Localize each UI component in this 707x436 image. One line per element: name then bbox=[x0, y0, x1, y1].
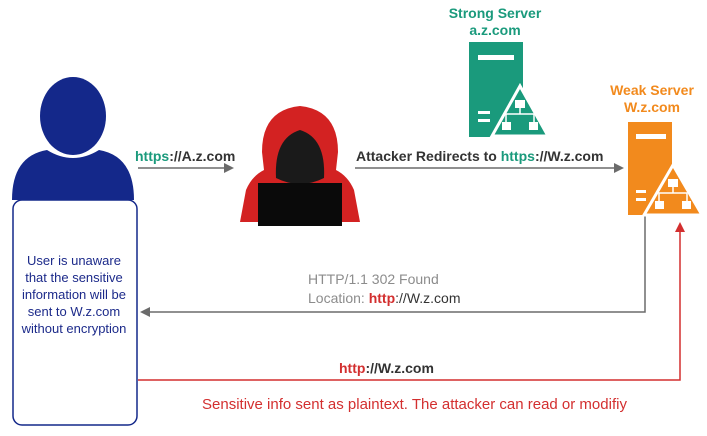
strong-server-title: Strong Server bbox=[448, 5, 542, 21]
hooded-hacker-icon bbox=[240, 106, 360, 226]
user-request-label: https://A.z.com bbox=[135, 148, 235, 164]
attacker-redirect-scheme: https bbox=[500, 148, 535, 164]
user-request-scheme: https bbox=[135, 148, 170, 164]
attacker-redirect-host: ://W.z.com bbox=[534, 148, 604, 164]
attacker-redirect-label: Attacker Redirects to https://W.z.com bbox=[356, 148, 603, 164]
weak-server-icon bbox=[628, 122, 705, 217]
plaintext-request-arrow bbox=[138, 222, 685, 381]
response-location-line: Location: http://W.z.com bbox=[308, 290, 461, 306]
plaintext-request-scheme: http bbox=[339, 360, 366, 376]
response-location-scheme: http bbox=[368, 290, 396, 306]
user-request-host: ://A.z.com bbox=[169, 148, 236, 164]
plaintext-request-host: ://W.z.com bbox=[365, 360, 434, 376]
weak-server-title: Weak Server bbox=[610, 82, 694, 98]
weak-server-host: W.z.com bbox=[623, 99, 680, 115]
strong-server-icon bbox=[469, 42, 551, 138]
plaintext-warning: Sensitive info sent as plaintext. The at… bbox=[202, 396, 627, 413]
strong-server-host: a.z.com bbox=[469, 22, 521, 38]
laptop-icon bbox=[258, 183, 342, 226]
response-status-line: HTTP/1.1 302 Found bbox=[308, 271, 439, 287]
user-note-box bbox=[12, 199, 138, 426]
redirect-response-arrow bbox=[140, 216, 646, 317]
response-location-label: Location: bbox=[308, 290, 369, 306]
user-note-text: User is unaware that the sensitive infor… bbox=[21, 253, 127, 336]
user-icon bbox=[12, 77, 134, 200]
plaintext-request-label: http://W.z.com bbox=[339, 360, 434, 376]
response-location-host: ://W.z.com bbox=[395, 290, 461, 306]
attacker-redirect-prefix: Attacker Redirects to bbox=[356, 148, 501, 164]
